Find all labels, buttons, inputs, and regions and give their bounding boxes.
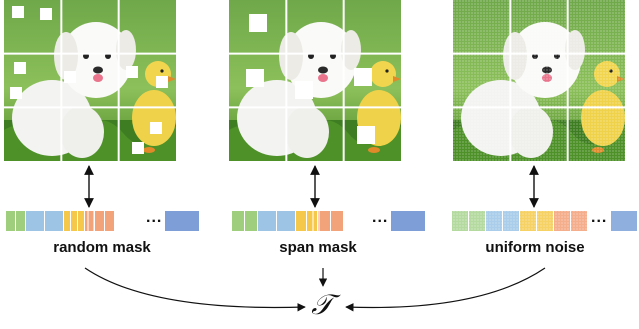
- mask-square: [126, 66, 138, 78]
- token-block: [45, 211, 63, 231]
- mask-square: [357, 126, 375, 144]
- noise-overlay: [571, 211, 587, 231]
- mask-square: [64, 71, 76, 83]
- token-sequences: [6, 211, 637, 231]
- mask-square: [10, 87, 22, 99]
- ellipsis: ...: [591, 209, 608, 226]
- token-block: [6, 211, 15, 231]
- arrow-curved-icon: [345, 267, 546, 312]
- span-mask-label: span mask: [279, 239, 357, 256]
- mask-square: [12, 6, 24, 18]
- mask-square: [40, 8, 52, 20]
- mask-patches: [10, 6, 375, 154]
- token-block: [26, 211, 44, 231]
- noise-overlay: [452, 211, 468, 231]
- token-block: [78, 211, 84, 231]
- uniform-noise-image: [453, 0, 625, 161]
- mask-square: [249, 14, 267, 32]
- token-block: [307, 211, 317, 231]
- mask-square: [295, 81, 313, 99]
- last-token-block: [391, 211, 425, 231]
- token-block: [245, 211, 257, 231]
- noise-overlay: [537, 211, 553, 231]
- last-token-block: [165, 211, 199, 231]
- ellipsis: ...: [146, 209, 163, 226]
- token-block: [95, 211, 104, 231]
- uniform-noise-label: uniform noise: [485, 239, 585, 256]
- target-symbol: 𝒯: [311, 288, 333, 321]
- random-mask-label: random mask: [53, 239, 151, 256]
- token-block: [105, 211, 114, 231]
- mask-square: [156, 76, 168, 88]
- arrow-curved-icon: [84, 267, 306, 312]
- token-block: [277, 211, 295, 231]
- noise-overlay: [554, 211, 570, 231]
- noise-overlay: [486, 211, 502, 231]
- token-block: [16, 211, 25, 231]
- mask-square: [246, 69, 264, 87]
- mask-square: [132, 142, 144, 154]
- mask-square: [354, 68, 372, 86]
- ellipsis: ...: [372, 209, 389, 226]
- token-block: [71, 211, 77, 231]
- noise-overlay: [469, 211, 485, 231]
- token-block: [85, 211, 94, 231]
- last-token-block: [611, 211, 637, 231]
- token-block: [258, 211, 276, 231]
- mask-square: [150, 122, 162, 134]
- token-block: [318, 211, 330, 231]
- token-block: [296, 211, 306, 231]
- mask-square: [14, 62, 26, 74]
- arrows-to-target: [84, 267, 546, 312]
- patch-grid-lines: [4, 0, 625, 161]
- token-block: [64, 211, 70, 231]
- token-block: [331, 211, 343, 231]
- random-mask-image: [4, 0, 176, 161]
- token-block: [232, 211, 244, 231]
- double-arrows: [84, 165, 539, 208]
- noise-overlay: [520, 211, 536, 231]
- noise-overlay: [503, 211, 519, 231]
